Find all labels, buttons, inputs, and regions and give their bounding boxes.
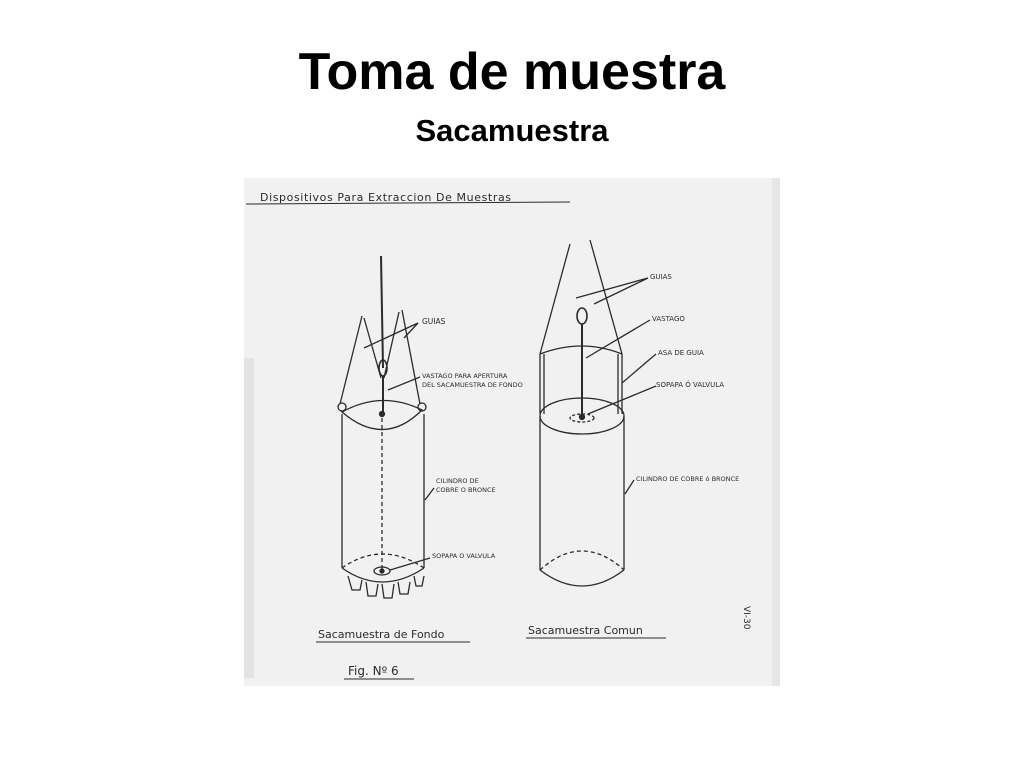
right-bottom-back <box>539 550 625 571</box>
left-guide-line <box>339 315 363 405</box>
heading-underline <box>245 201 571 205</box>
right-bottom-front <box>539 569 625 587</box>
slide-subtitle: Sacamuestra <box>415 113 609 148</box>
left-leader-sopapa <box>389 557 431 571</box>
right-label-asa: ASA DE GUIA <box>658 349 704 357</box>
left-leader-vastago <box>387 376 421 391</box>
slide-title: Toma de muestra <box>298 43 726 101</box>
sheet-code: VI-30 <box>741 606 751 630</box>
right-guide-line <box>539 243 571 355</box>
left-bottom-back <box>341 553 425 569</box>
left-label-cilindro-1: CILINDRO DE <box>436 477 479 485</box>
left-leader-guias <box>403 322 419 339</box>
left-rod-joint <box>378 410 386 418</box>
right-eyelet <box>576 307 588 325</box>
left-valve-center <box>379 568 385 574</box>
right-leader-vastago <box>585 319 651 359</box>
left-teeth <box>347 575 425 599</box>
right-guide-line <box>589 239 623 355</box>
right-leader-guias <box>575 277 649 299</box>
left-leader-cilindro <box>424 487 435 501</box>
left-lid-lug <box>337 402 347 412</box>
left-label-vastago-1: VASTAGO PARA APERTURA <box>422 372 508 380</box>
figure-label: Fig. Nº 6 <box>348 664 399 678</box>
right-valve-center <box>578 413 586 421</box>
left-valve <box>373 566 391 576</box>
left-guide-line <box>401 309 421 405</box>
right-sampler <box>539 239 657 587</box>
left-lid-lug <box>417 402 427 412</box>
right-leader-asa <box>621 353 657 384</box>
left-label-vastago-2: DEL SACAMUESTRA DE FONDO <box>422 381 523 389</box>
right-label-sopapa: SOPAPA Ó VALVULA <box>656 380 724 389</box>
left-cable <box>380 255 384 369</box>
right-leader-guias <box>593 277 649 305</box>
left-caption: Sacamuestra de Fondo <box>318 628 445 641</box>
drawing-heading: Dispositivos Para Extraccion De Muestras <box>260 191 512 204</box>
left-label-guias: GUIAS <box>422 317 446 326</box>
right-valve <box>569 413 595 423</box>
left-label-sopapa: SOPAPA O VALVULA <box>432 552 496 560</box>
left-sampler <box>337 255 435 599</box>
paper-smudge <box>244 358 254 678</box>
left-leader-guias <box>363 322 419 349</box>
right-label-cilindro: CILINDRO DE COBRE ó BRONCE <box>636 475 739 483</box>
right-label-vastago: VASTAGO <box>652 315 685 323</box>
technical-drawing: Dispositivos Para Extraccion De Muestras <box>244 178 780 686</box>
right-leader-sopapa <box>587 385 657 415</box>
right-label-guias: GUIAS <box>650 273 672 281</box>
paper-edge <box>772 178 780 686</box>
right-guide-handle <box>539 345 623 414</box>
right-leader-cilindro <box>624 479 635 495</box>
left-bottom-front <box>341 567 425 583</box>
left-guide-line <box>363 317 382 379</box>
left-lid <box>340 399 424 431</box>
right-caption: Sacamuestra Comun <box>528 624 643 637</box>
left-label-cilindro-2: COBRE O BRONCE <box>436 486 496 494</box>
drawing-canvas: Dispositivos Para Extraccion De Muestras <box>244 178 780 686</box>
